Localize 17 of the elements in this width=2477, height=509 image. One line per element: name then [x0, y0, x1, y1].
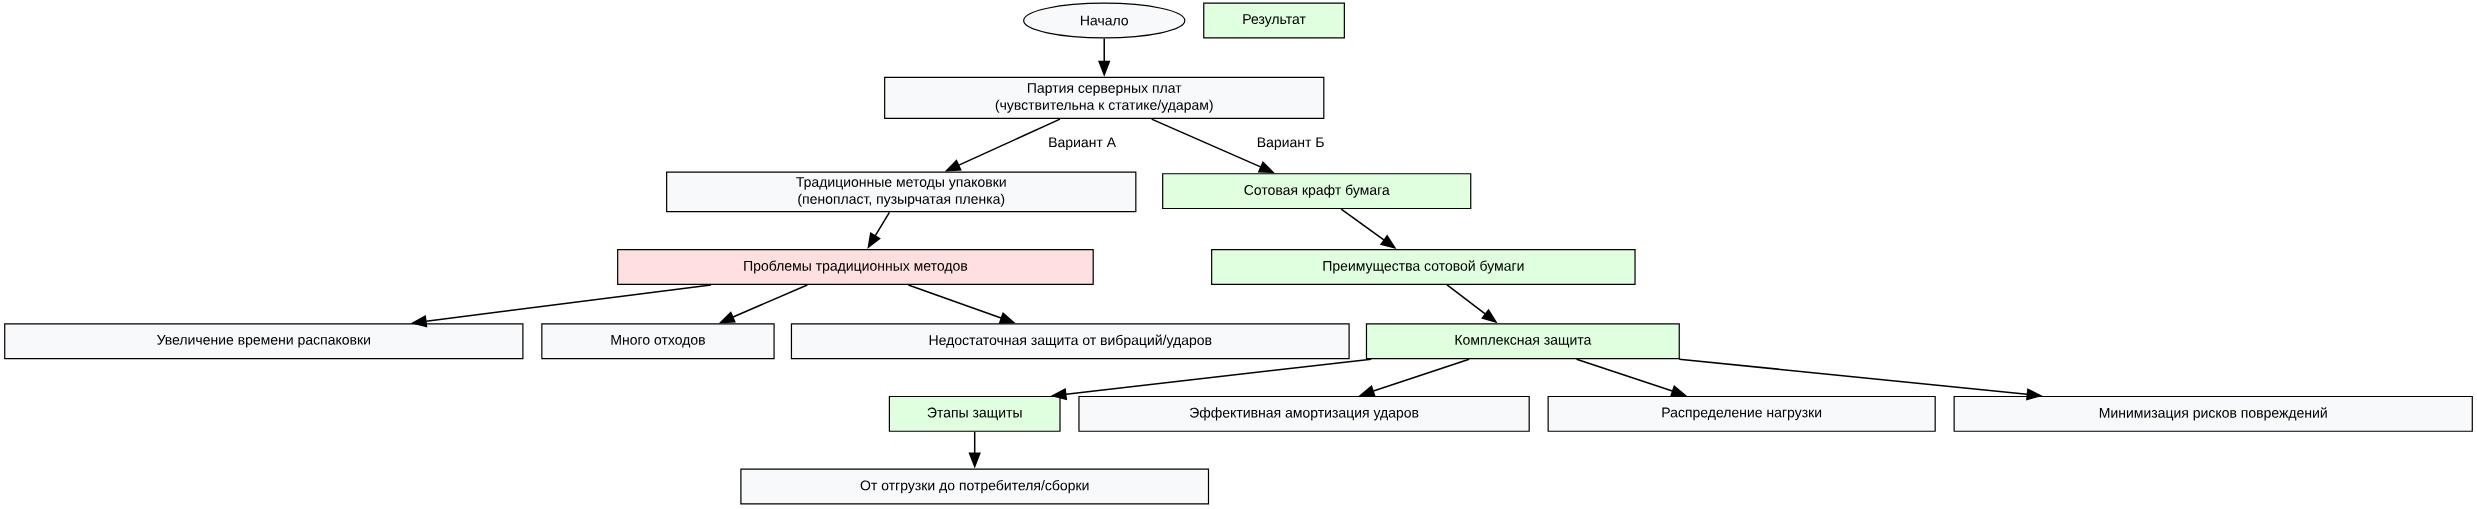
process-box: Преимущества сотовой бумаги	[1211, 249, 1636, 285]
process-box: Эффективная амортизация ударов	[1078, 395, 1530, 432]
process-box: Минимизация рисков повреждений	[1953, 395, 2473, 432]
process-box: Партия серверных плат (чувствительна к статике/ударам)	[884, 76, 1325, 120]
process-box: Комплексная защита	[1365, 323, 1680, 360]
process-box: Много отходов	[541, 323, 775, 360]
process-box: Результат	[1203, 2, 1345, 39]
edge-label: Вариант Б	[1255, 136, 1326, 151]
process-box: Сотовая крафт бумага	[1162, 173, 1472, 210]
process-box: Проблемы традиционных методов	[617, 249, 1094, 285]
process-box: От отгрузки до потребителя/сборки	[740, 468, 1210, 505]
process-box: Традиционные методы упаковки (пенопласт, пузырчатая пленка)	[666, 171, 1137, 213]
process-box: Недостаточная защита от вибраций/ударов	[790, 323, 1350, 360]
edge-label: Вариант А	[1047, 136, 1118, 151]
process-box: Этапы защиты	[888, 395, 1061, 432]
process-box: Распределение нагрузки	[1547, 395, 1936, 432]
process-box: Увеличение времени распаковки	[4, 323, 524, 360]
